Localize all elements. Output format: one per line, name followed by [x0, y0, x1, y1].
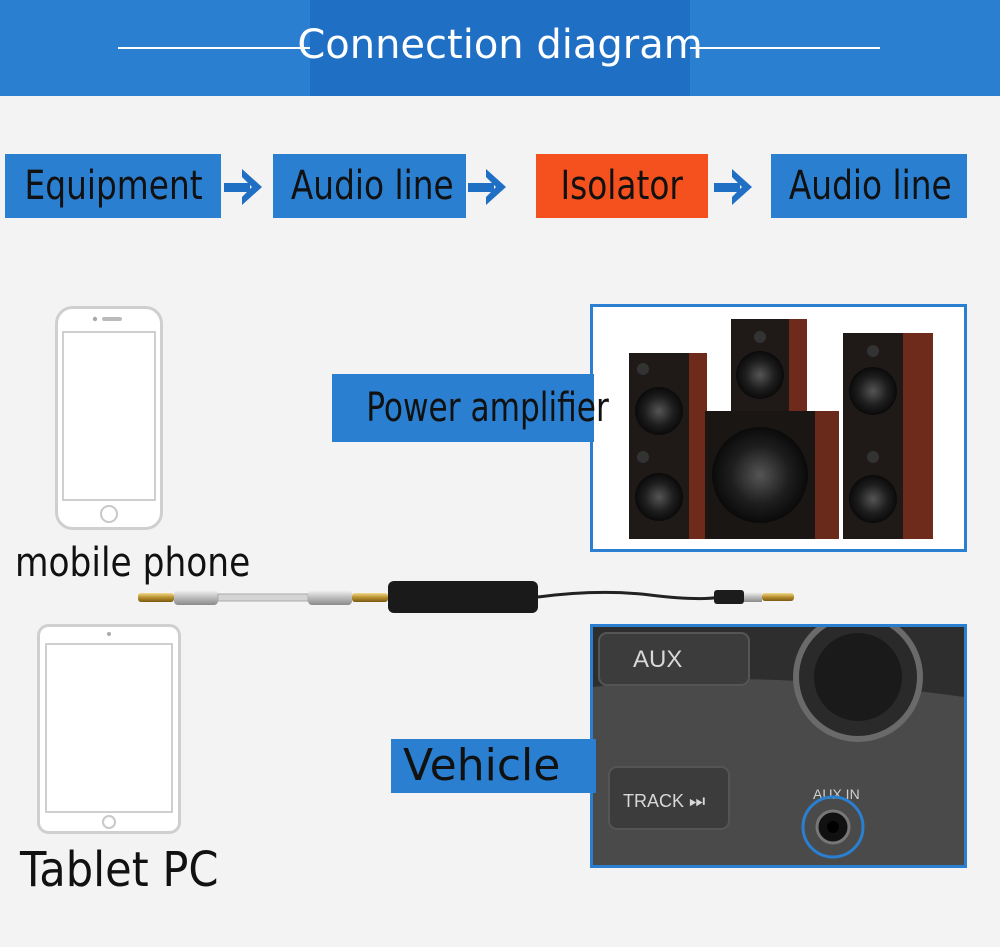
flow-step-label: Equipment — [24, 163, 203, 209]
arrow-right-icon — [714, 169, 752, 205]
output-label-amplifier: Power amplifier — [332, 374, 609, 442]
arrow-right-icon — [224, 169, 262, 205]
tablet-icon — [37, 624, 181, 834]
car-dashboard-image: AUX TRACK ⏭ AUX IN — [590, 624, 967, 868]
flow-step-label: Isolator — [560, 163, 684, 209]
output-label-vehicle: Vehicle — [391, 739, 596, 793]
arrow-right-icon — [468, 169, 506, 205]
flow-step-equipment: Equipment — [5, 154, 221, 218]
flow-step-label: Audio line — [290, 163, 454, 209]
flow-step-isolator: Isolator — [536, 154, 708, 218]
header-banner: Connection diagram — [0, 0, 1000, 96]
header-divider-right — [690, 47, 880, 49]
page-title: Connection diagram — [297, 22, 703, 68]
speaker-system-image — [590, 304, 967, 552]
car-panel-icon: AUX TRACK ⏭ AUX IN — [593, 627, 964, 865]
track-button-label: TRACK ⏭ — [623, 791, 705, 811]
device-label-tablet: Tablet PC — [20, 842, 219, 898]
device-label-phone: mobile phone — [15, 540, 251, 586]
flow-step-audio-line-1: Audio line — [273, 154, 466, 218]
speaker-icon — [629, 319, 933, 539]
mobile-phone-icon — [55, 306, 163, 530]
header-divider-left — [118, 47, 310, 49]
flow-step-label: Audio line — [788, 163, 952, 209]
header-title-panel — [310, 0, 690, 96]
isolator-cable-image — [138, 581, 794, 613]
aux-button-label: AUX — [633, 646, 682, 673]
flow-step-audio-line-2: Audio line — [771, 154, 967, 218]
